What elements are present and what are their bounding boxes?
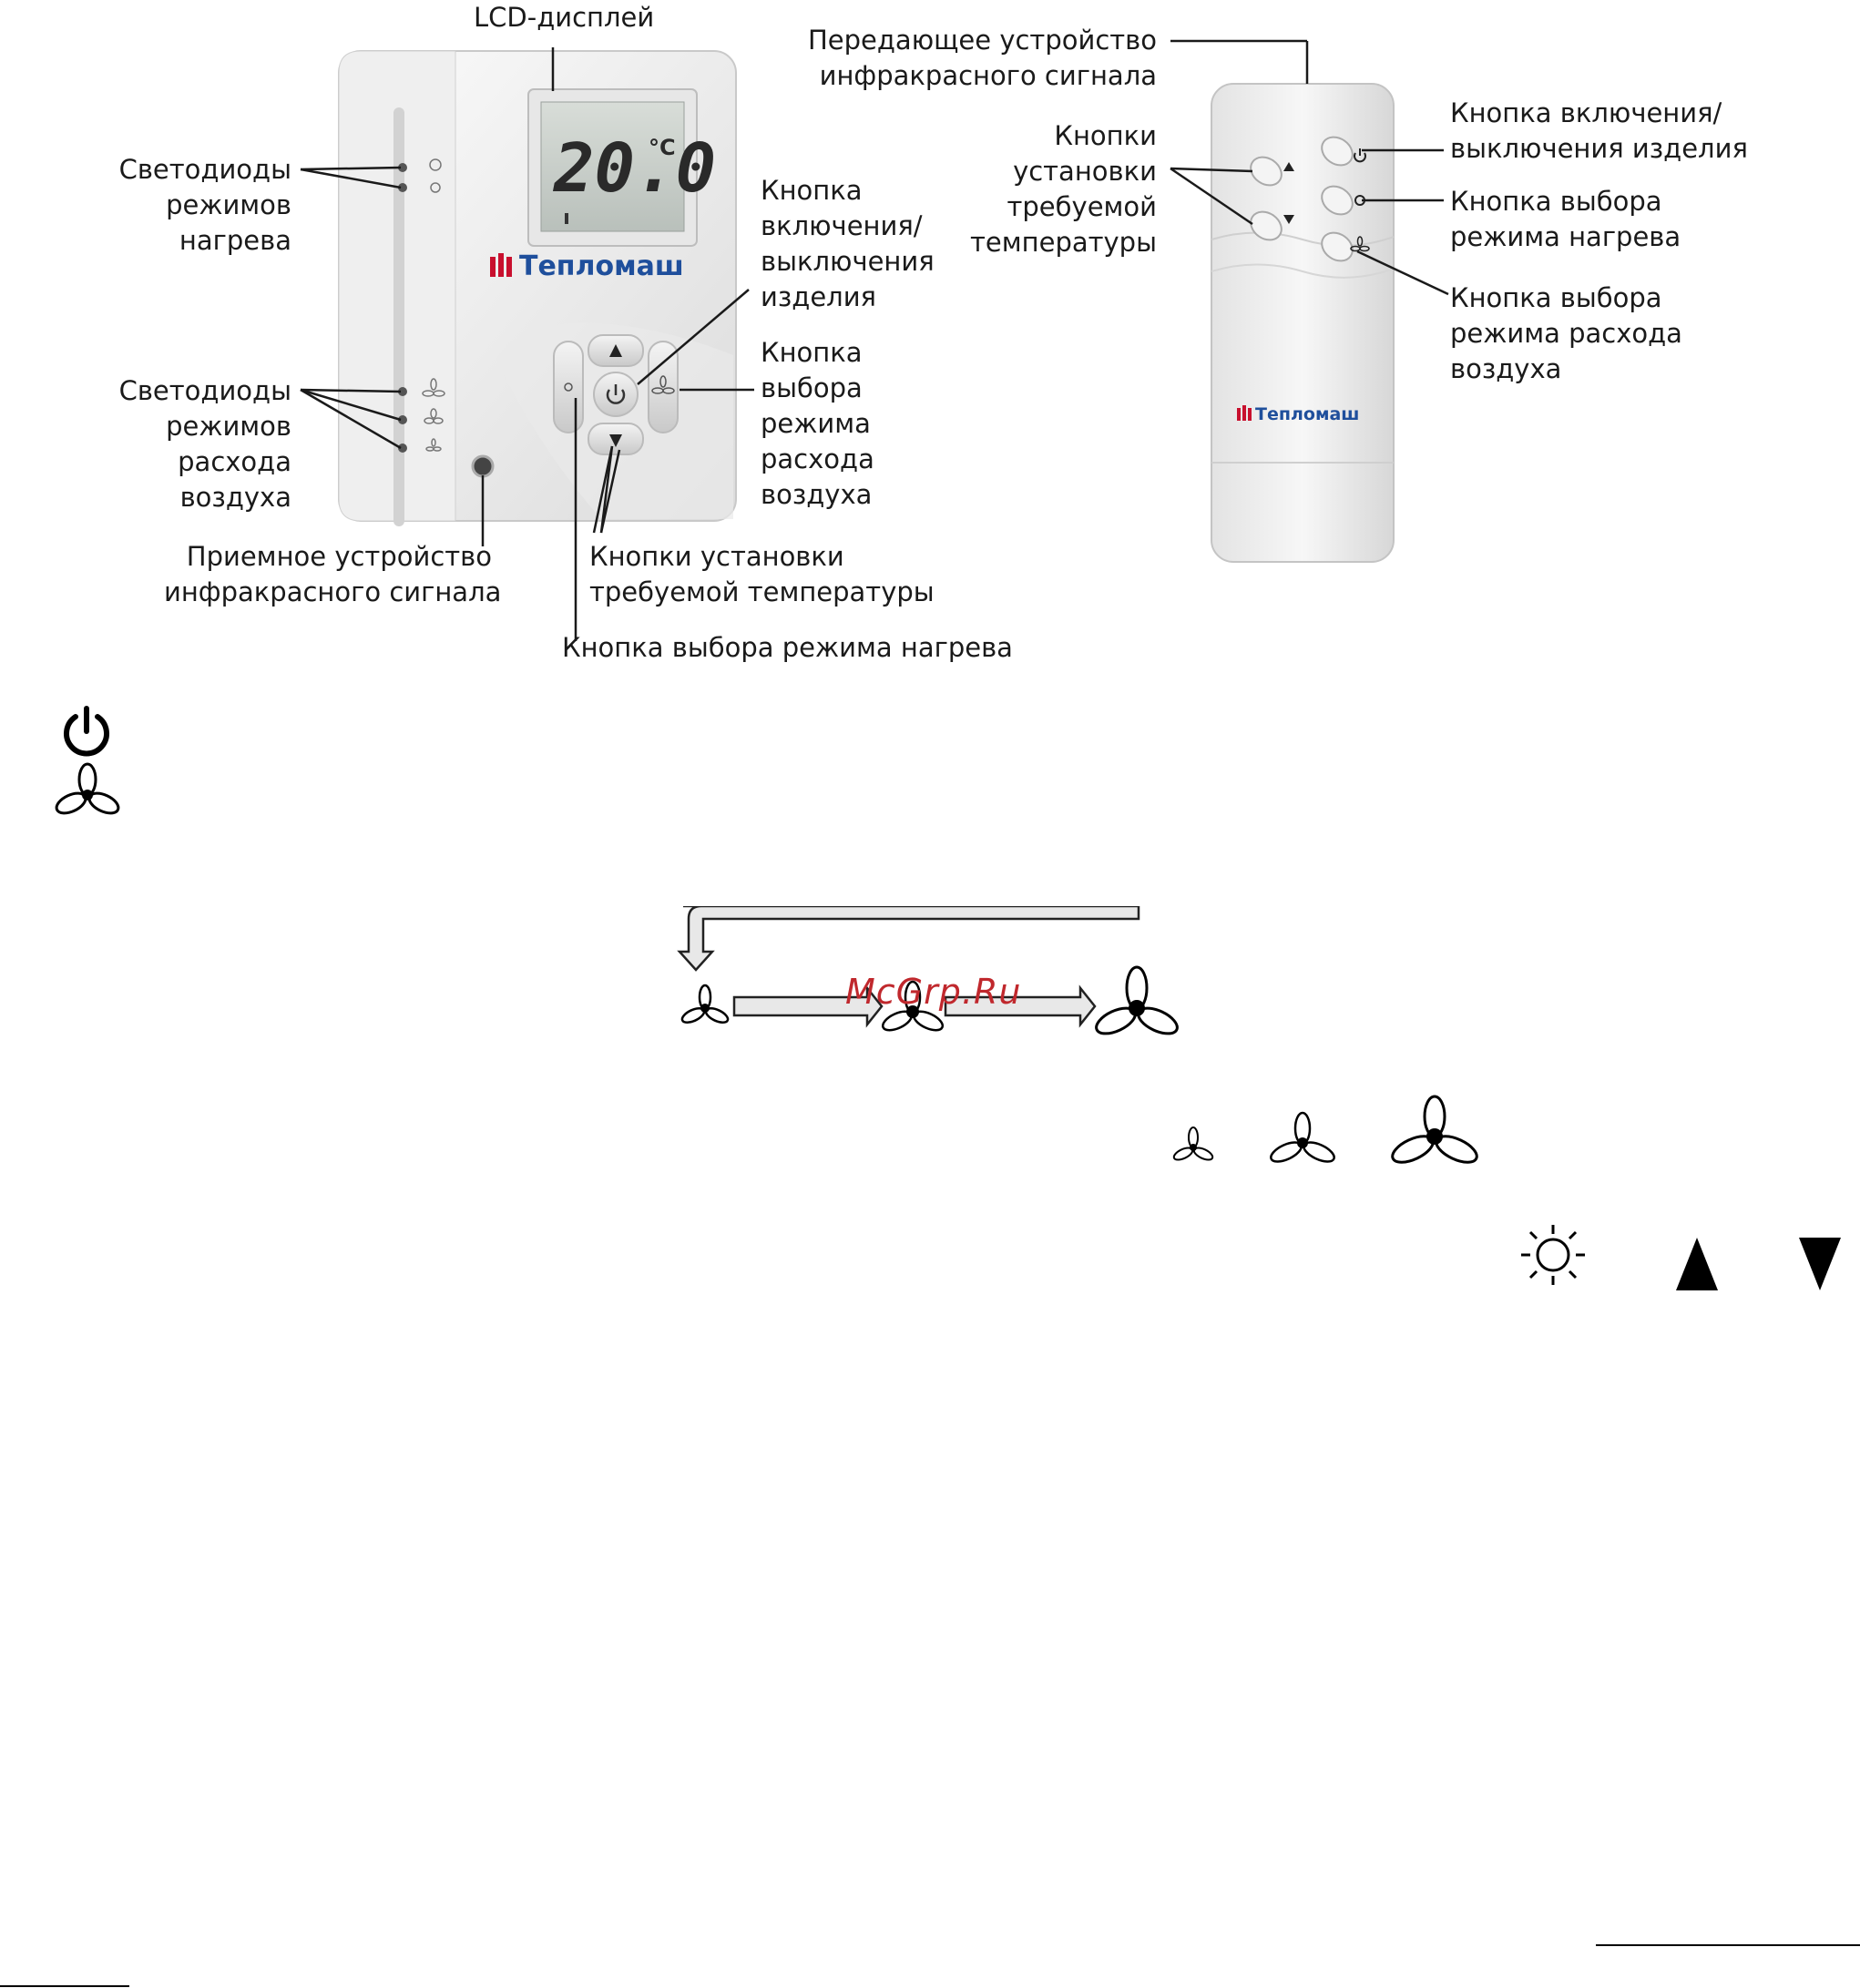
temp-buttons-label: Кнопки установки требуемой температуры bbox=[589, 541, 935, 607]
fan-speed-medium-icon bbox=[1270, 1111, 1335, 1163]
ir-transmitter-label: Передающее устройство инфракрасного сигн… bbox=[807, 25, 1157, 91]
remote-power-label: Кнопка включения/ выключения изделия bbox=[1450, 97, 1748, 164]
footer-rule-left bbox=[0, 1985, 129, 1987]
fan-icons-row bbox=[1172, 1095, 1478, 1164]
air-mode-button-label: Кнопка выбора режима расхода воздуха bbox=[761, 337, 874, 510]
fan-medium-icon bbox=[881, 980, 945, 1032]
fan-small-icon bbox=[680, 984, 730, 1024]
heat-leds-label: Светодиоды режимов нагрева bbox=[118, 154, 291, 256]
ir-receiver bbox=[471, 454, 495, 478]
watermark: McGrp.Ru bbox=[845, 972, 1022, 1012]
thermostat-brand: Тепломаш bbox=[519, 250, 684, 282]
heat-mode-button-label: Кнопка выбора режима нагрева bbox=[562, 632, 1013, 663]
lcd-unit: °C bbox=[649, 135, 676, 160]
fan-speed-high-icon bbox=[1391, 1095, 1478, 1164]
remote-temp-buttons-label: Кнопки установки требуемой температуры bbox=[970, 120, 1157, 258]
footer-rule-right bbox=[1596, 1944, 1860, 1946]
remote-logo: Тепломаш bbox=[1237, 404, 1359, 424]
remote-heat-label: Кнопка выбора режима нагрева bbox=[1450, 186, 1681, 252]
fan-speed-cycle bbox=[677, 906, 1179, 1035]
thermostat-device: 20.0 °C Тепломаш bbox=[338, 50, 737, 526]
lcd-display-label: LCD-дисплей bbox=[474, 2, 655, 33]
triangle-up-icon bbox=[1676, 1238, 1718, 1290]
sun-icon bbox=[1521, 1225, 1585, 1285]
fan-large-icon bbox=[1095, 965, 1179, 1035]
power-icon bbox=[64, 706, 109, 757]
ir-receiver-label: Приемное устройство инфракрасного сигнал… bbox=[164, 541, 502, 607]
fan-icon bbox=[55, 762, 120, 815]
triangle-down-icon bbox=[1799, 1238, 1841, 1290]
thermostat-logo: Тепломаш bbox=[490, 250, 684, 282]
remote-air-label: Кнопка выбора режима расхода воздуха bbox=[1450, 282, 1682, 384]
power-button-label: Кнопка включения/ выключения изделия bbox=[761, 175, 935, 312]
air-leds-label: Светодиоды режимов расхода воздуха bbox=[118, 375, 291, 513]
remote-control: Тепломаш bbox=[1211, 83, 1395, 563]
lcd-temperature: 20.0 bbox=[552, 129, 716, 208]
remote-brand: Тепломаш bbox=[1255, 404, 1359, 424]
fan-speed-low-icon bbox=[1172, 1127, 1214, 1161]
